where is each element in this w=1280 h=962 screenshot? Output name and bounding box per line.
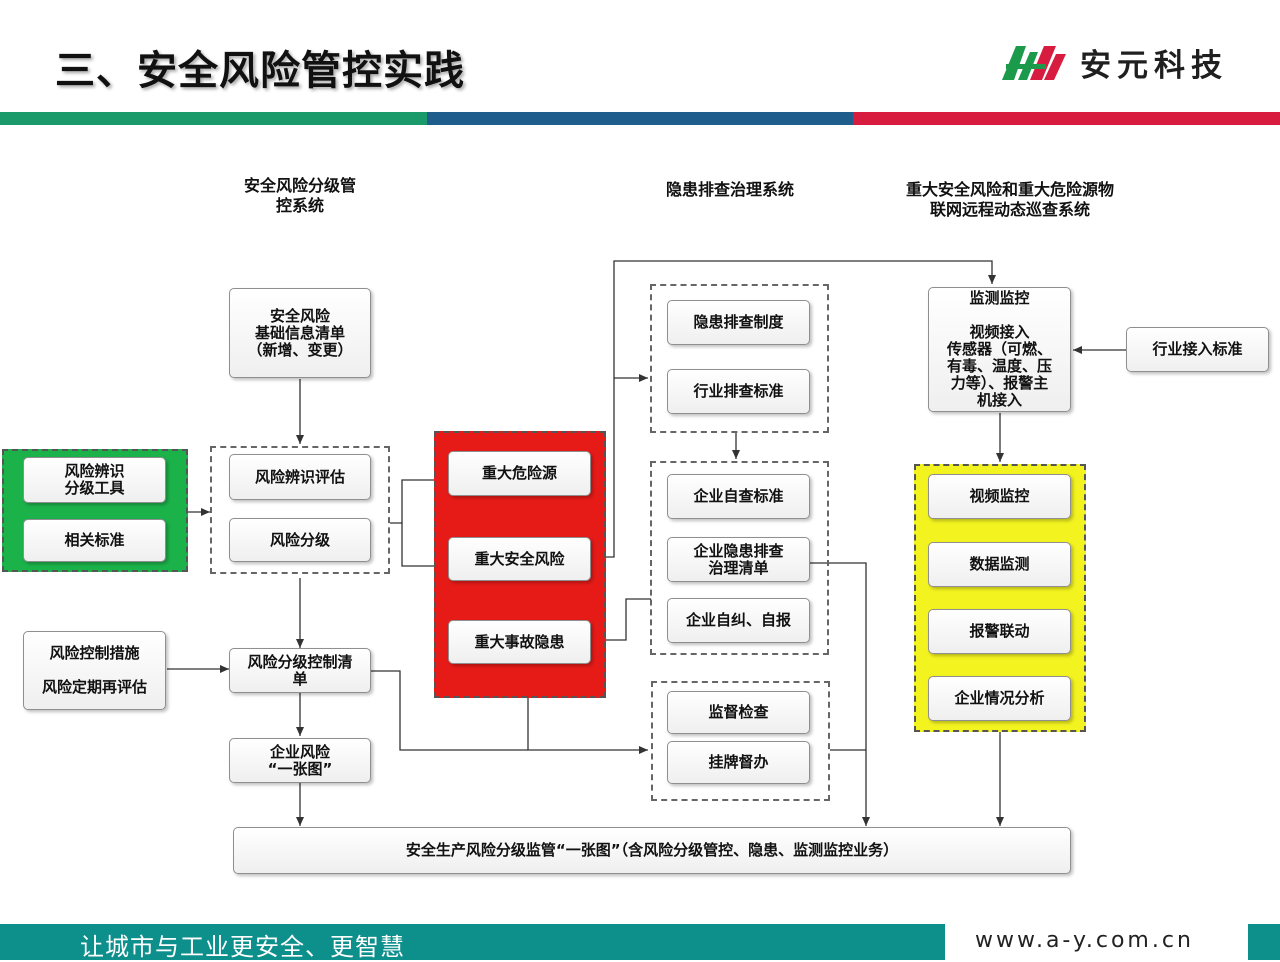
supervision-inspection: 监督检查 <box>667 691 810 734</box>
footer-end-block <box>1248 924 1280 960</box>
monitoring-access: 监测监控 视频接入 传感器（可燃、 有毒、温度、压 力等）、报警主 机接入 <box>928 287 1071 412</box>
related-standards: 相关标准 <box>23 519 166 562</box>
enterprise-self-check-standard: 企业自查标准 <box>667 474 810 519</box>
logo-icon <box>1002 46 1066 80</box>
section-title-monitoring-system: 重大安全风险和重大危险源物 联网远程动态巡查系统 <box>905 180 1114 219</box>
enterprise-analysis: 企业情况分析 <box>928 676 1071 721</box>
header-bar-green <box>0 112 427 125</box>
data-monitoring: 数据监测 <box>928 542 1071 587</box>
enterprise-self-report: 企业自纠、自报 <box>667 598 810 643</box>
header-bar-red <box>853 112 1280 125</box>
supervision-group <box>651 681 830 801</box>
identify-grading-group <box>210 446 390 574</box>
hazard-check-system: 隐患排查制度 <box>667 300 810 345</box>
hazard-system-group <box>650 284 829 433</box>
video-monitoring: 视频监控 <box>928 474 1071 519</box>
enterprise-self-group <box>650 461 829 655</box>
major-accident-hazard: 重大事故隐患 <box>448 620 591 664</box>
risk-grading: 风险分级 <box>229 518 371 562</box>
risk-control-list: 风险分级控制清 单 <box>229 648 371 693</box>
footer-url[interactable]: www.a-y.com.cn <box>975 928 1194 953</box>
footer-slogan: 让城市与工业更安全、更智慧 <box>80 933 405 961</box>
risk-control-measures: 风险控制措施 风险定期再评估 <box>23 631 166 710</box>
alarm-linkage: 报警联动 <box>928 609 1071 654</box>
risk-identify-tool: 风险辨识 分级工具 <box>23 457 166 503</box>
enterprise-risk-map: 企业风险 “一张图” <box>229 738 371 783</box>
section-title-risk-grading: 安全风险分级管 控系统 <box>243 176 356 215</box>
header-bar-blue <box>427 112 853 125</box>
listed-supervision: 挂牌督办 <box>667 741 810 784</box>
logo: 安元科技 <box>1000 40 1228 84</box>
risk-identify-assess: 风险辨识评估 <box>229 454 371 500</box>
base-info-list: 安全风险 基础信息清单 （新增、变更） <box>229 288 371 378</box>
industry-check-standard: 行业排查标准 <box>667 369 810 414</box>
enterprise-hazard-list: 企业隐患排查 治理清单 <box>667 537 810 582</box>
footer-bar <box>0 924 945 960</box>
page-title: 三、安全风险管控实践 <box>55 48 465 94</box>
logo-text: 安元科技 <box>1080 47 1228 84</box>
industry-access-standard: 行业接入标准 <box>1126 327 1269 372</box>
major-hazard-source: 重大危险源 <box>448 451 591 496</box>
major-safety-risk: 重大安全风险 <box>448 537 591 581</box>
section-title-hazard-system: 隐患排查治理系统 <box>665 180 794 199</box>
supervision-one-map: 安全生产风险分级监管“一张图”（含风险分级管控、隐患、监测监控业务） <box>233 827 1071 874</box>
